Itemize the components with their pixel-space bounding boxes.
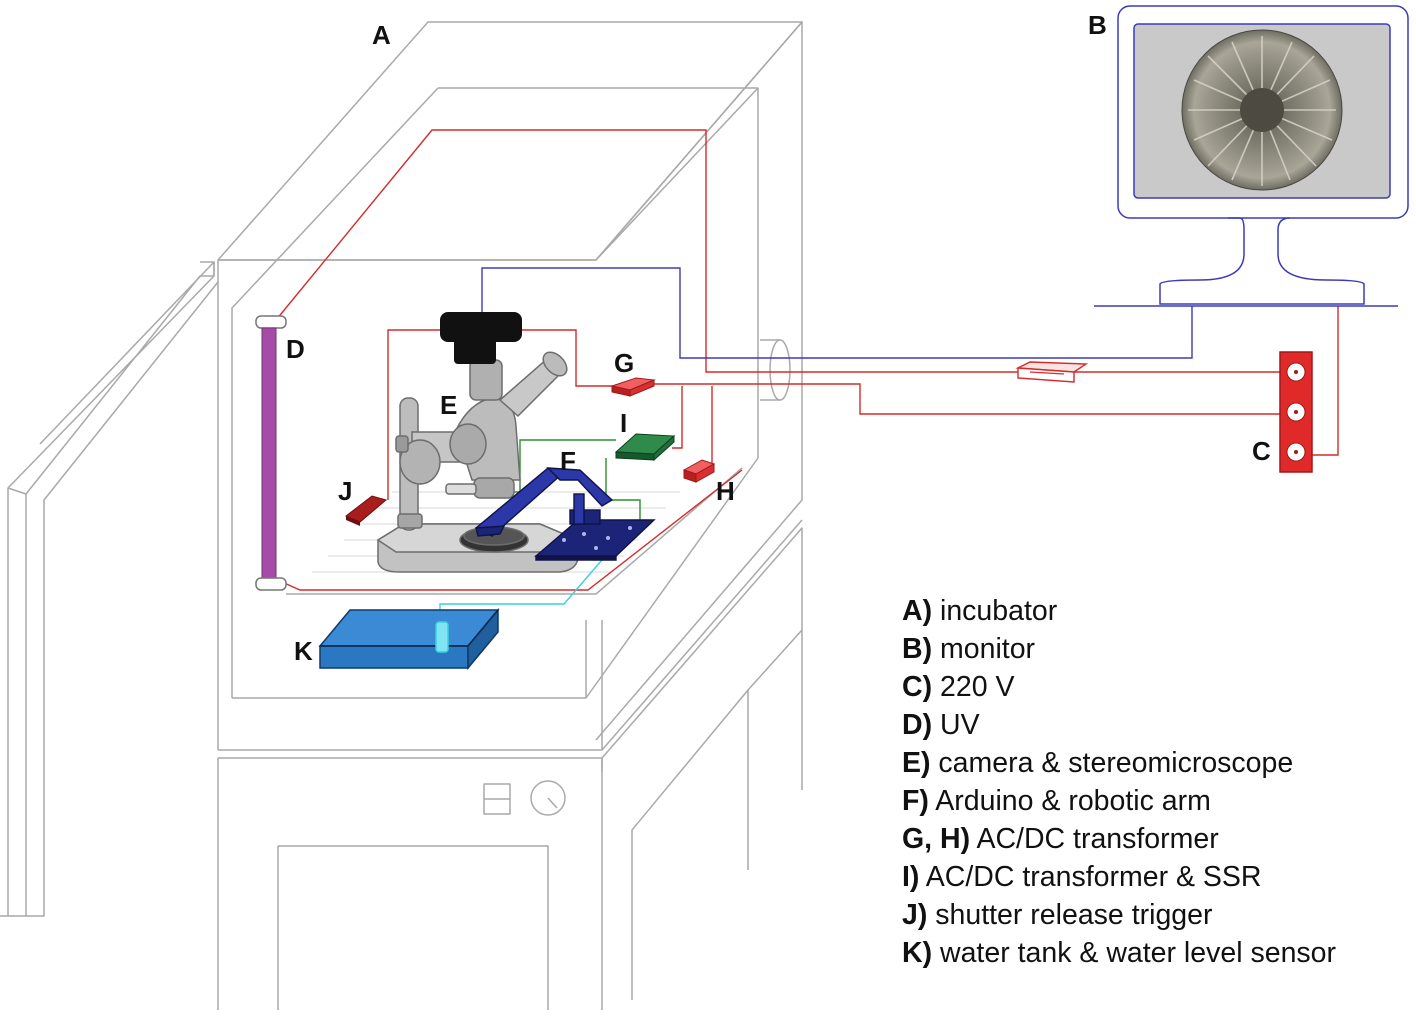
legend-text: Arduino & robotic arm	[935, 785, 1211, 817]
uv-lamp	[255, 315, 287, 591]
legend-item-b: B) monitor	[902, 630, 1402, 668]
label-i: I	[620, 408, 627, 438]
colony-image	[1181, 29, 1343, 191]
label-d: D	[286, 334, 305, 364]
legend-item-f: F) Arduino & robotic arm	[902, 782, 1402, 820]
transformer-g	[610, 377, 656, 397]
legend-item-c: C) 220 V	[902, 668, 1402, 706]
legend-key: K)	[902, 937, 933, 969]
legend-item-k: K) water tank & water level sensor	[902, 934, 1402, 972]
legend-item-gh: G, H) AC/DC transformer	[902, 820, 1402, 858]
stereomicroscope	[376, 351, 580, 573]
label-a: A	[372, 20, 391, 50]
arduino-robotic-arm	[474, 467, 656, 561]
legend-text: camera & stereomicroscope	[938, 747, 1294, 779]
label-b: B	[1088, 10, 1107, 40]
label-g: G	[614, 348, 634, 378]
legend-key: F)	[902, 785, 929, 817]
water-tank	[318, 607, 500, 671]
legend-text: AC/DC transformer & SSR	[925, 861, 1262, 893]
legend-key: I)	[902, 861, 920, 893]
label-h: H	[716, 476, 735, 506]
legend-key: B)	[902, 633, 933, 665]
incubator	[0, 21, 803, 1010]
legend-text: 220 V	[940, 671, 1015, 703]
legend-key: J)	[902, 899, 928, 931]
label-k: K	[294, 636, 313, 666]
label-j: J	[338, 476, 352, 506]
legend: A) incubator B) monitor C) 220 V D) UV E…	[902, 592, 1402, 972]
legend-item-j: J) shutter release trigger	[902, 896, 1402, 934]
inline-switch	[1015, 361, 1089, 383]
camera	[440, 312, 522, 364]
transformer-h	[682, 459, 716, 483]
legend-item-e: E) camera & stereomicroscope	[902, 744, 1402, 782]
legend-text: incubator	[940, 595, 1058, 627]
legend-text: water tank & water level sensor	[940, 937, 1337, 969]
video-wire	[481, 267, 1193, 359]
legend-text: shutter release trigger	[935, 899, 1213, 931]
legend-text: monitor	[940, 633, 1036, 665]
power-outlet	[1279, 351, 1313, 473]
water-level-sensor	[435, 621, 449, 653]
ac-dc-transformer-ssr	[614, 433, 676, 462]
legend-text: AC/DC transformer	[976, 823, 1219, 855]
legend-key: E)	[902, 747, 931, 779]
legend-key: G, H)	[902, 823, 971, 855]
legend-key: A)	[902, 595, 933, 627]
cable-port	[760, 339, 791, 401]
legend-key: D)	[902, 709, 933, 741]
legend-item-i: I) AC/DC transformer & SSR	[902, 858, 1402, 896]
legend-item-d: D) UV	[902, 706, 1402, 744]
legend-item-a: A) incubator	[902, 592, 1402, 630]
label-c: C	[1252, 436, 1271, 466]
label-f: F	[560, 446, 576, 476]
legend-key: C)	[902, 671, 933, 703]
label-e: E	[440, 390, 457, 420]
shutter-release-trigger	[345, 495, 388, 526]
legend-text: UV	[940, 709, 980, 741]
